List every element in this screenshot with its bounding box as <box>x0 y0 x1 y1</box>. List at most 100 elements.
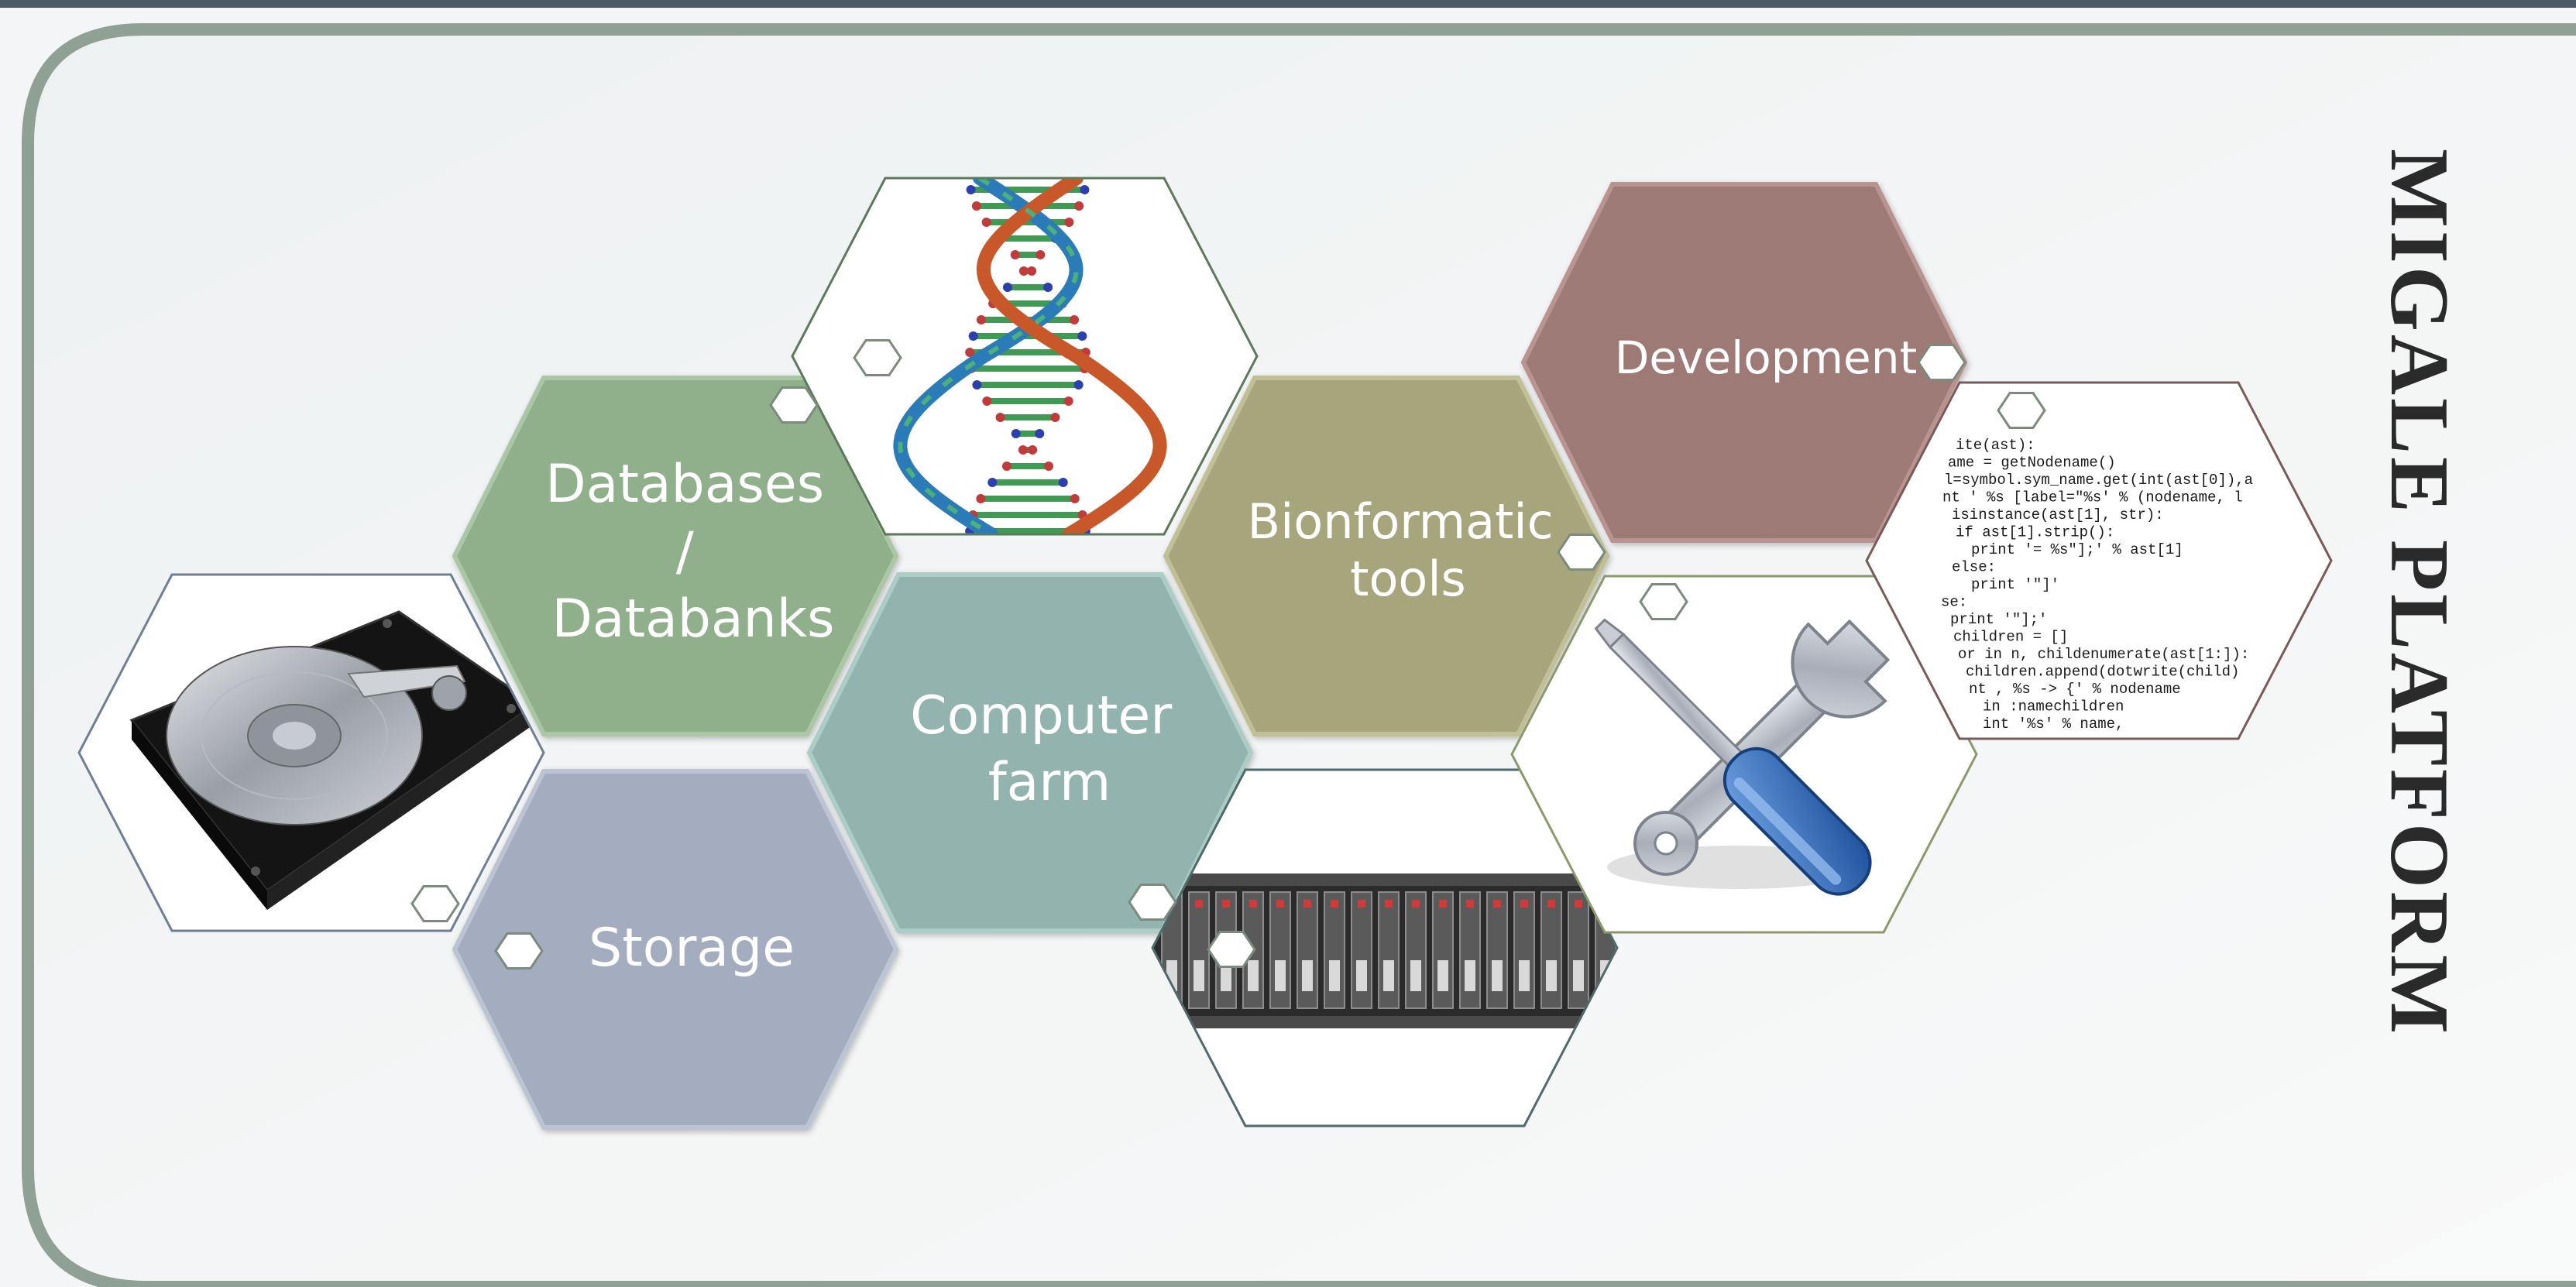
hex-marker <box>1639 583 1688 620</box>
tile-computer-farm-label: Computer farm <box>910 685 1189 813</box>
server-led <box>1493 900 1501 908</box>
server-led <box>1249 900 1257 908</box>
server-drive <box>1356 960 1367 991</box>
server-led <box>1385 900 1393 908</box>
dna-atom <box>1044 462 1054 471</box>
server-led <box>1439 900 1447 908</box>
dna-atom <box>971 201 981 211</box>
server-drive <box>1519 960 1530 991</box>
tile-storage-label: Storage <box>589 918 795 979</box>
tile-databases-label: Databases / Databanks <box>545 454 841 650</box>
dna-atom <box>972 380 982 390</box>
server-drive <box>1248 960 1259 991</box>
dna-atom <box>976 494 986 503</box>
code-line: int '%s' % name, <box>1983 716 2124 733</box>
code-line: nt , %s -> {' % nodename <box>1969 681 2181 698</box>
server-led <box>1222 900 1230 908</box>
code-line: l=symbol.sym_name.get(int(ast[0]),a <box>1944 472 2253 489</box>
code-line: children = [] <box>1953 629 2068 646</box>
server-blade <box>1324 891 1345 1009</box>
server-drive <box>1465 960 1475 991</box>
hex-marker <box>853 339 902 376</box>
server-drive <box>1302 960 1313 991</box>
dna-atom <box>966 185 976 194</box>
code-line: se: <box>1941 594 1967 611</box>
tile-databases: Databases / Databanks <box>452 376 899 736</box>
dna-atom <box>1064 218 1074 227</box>
hex-marker <box>1917 344 1966 381</box>
code-line: print '"];' <box>1950 611 2047 628</box>
dna-atom <box>982 396 992 406</box>
dna-atom <box>1035 429 1045 438</box>
server-blade <box>1513 891 1535 1009</box>
code-line: else: <box>1952 559 1996 576</box>
server-led <box>1358 900 1365 908</box>
server-led <box>1520 900 1528 908</box>
dna-atom <box>1073 380 1084 390</box>
code-line: or in n, childenumerate(ast[1:]): <box>1958 646 2249 663</box>
server-drive <box>1492 960 1503 991</box>
server-led <box>1303 900 1311 908</box>
server-led <box>1276 900 1284 908</box>
dna-atom <box>1074 201 1084 211</box>
dna-atom <box>1011 429 1021 438</box>
code-line: in :namechildren <box>1983 698 2124 716</box>
server-led <box>1412 900 1420 908</box>
dna-atom <box>1027 266 1037 276</box>
tile-storage: Storage <box>452 769 899 1130</box>
tools-image <box>1510 575 1978 934</box>
dna-atom <box>1002 283 1012 292</box>
code-line: children.append(dotwrite(child) <box>1966 664 2239 681</box>
server-drive <box>1275 960 1286 991</box>
hex-marker <box>769 386 819 424</box>
tile-development-label: Development <box>1615 331 1917 384</box>
dna-atom <box>1058 478 1068 487</box>
hex-marker <box>410 885 460 922</box>
server-drive <box>1546 960 1557 991</box>
tile-bioinformatic-tools: Bionformatic tools <box>1163 376 1610 736</box>
platform-title: MIGALE PLATFORM <box>2373 149 2465 1037</box>
server-drive <box>1410 960 1421 991</box>
server-led <box>1547 900 1555 908</box>
dna-atom <box>1050 413 1060 422</box>
dna-atom <box>976 315 986 324</box>
hex-marker <box>1997 392 2046 429</box>
server-drive <box>1573 960 1584 991</box>
server-drive <box>1437 960 1448 991</box>
dna-atom <box>1043 283 1053 292</box>
code-line: print '"]' <box>1971 576 2059 593</box>
code-line: ite(ast): <box>1956 437 2035 454</box>
hex-marker <box>494 932 544 970</box>
dna-atom <box>1080 185 1090 194</box>
dna-atom <box>1070 494 1080 503</box>
tile-bioinformatic-tools-label: Bionformatic tools <box>1248 493 1569 607</box>
code-line: isinstance(ast[1], str): <box>1952 506 2164 523</box>
hex-markers <box>410 339 2046 970</box>
dna-atom <box>995 413 1005 422</box>
server-led <box>1466 900 1474 908</box>
server-drive <box>1194 960 1204 991</box>
dna-helix-image <box>791 177 1259 536</box>
code-line: ame = getNodename() <box>1948 455 2116 472</box>
server-led <box>1575 900 1582 908</box>
server-led <box>1195 900 1203 908</box>
code-line: if ast[1].strip(): <box>1956 524 2114 541</box>
tile-development: Development <box>1520 182 1968 543</box>
dna-atom <box>981 218 991 227</box>
code-line: print '= %s"];' % ast[1] <box>1971 541 2183 558</box>
server-blade <box>1378 891 1400 1009</box>
dna-atom <box>987 478 998 487</box>
dna-atom <box>1018 266 1029 276</box>
server-led <box>1331 900 1338 908</box>
server-drive <box>1383 960 1394 991</box>
dna-atom <box>965 348 975 357</box>
dna-atom <box>1077 331 1087 341</box>
code-lines: ite(ast):ame = getNodename()l=symbol.sym… <box>1941 437 2253 733</box>
code-snippet-image: ite(ast):ame = getNodename()l=symbol.sym… <box>1865 381 2333 740</box>
dna-atom <box>1001 462 1012 471</box>
dna-atom <box>1036 250 1046 259</box>
server-drive <box>1329 960 1340 991</box>
code-line: nt ' %s [label="%s' % (nodename, l <box>1942 489 2243 506</box>
hex-marker <box>1128 884 1177 921</box>
